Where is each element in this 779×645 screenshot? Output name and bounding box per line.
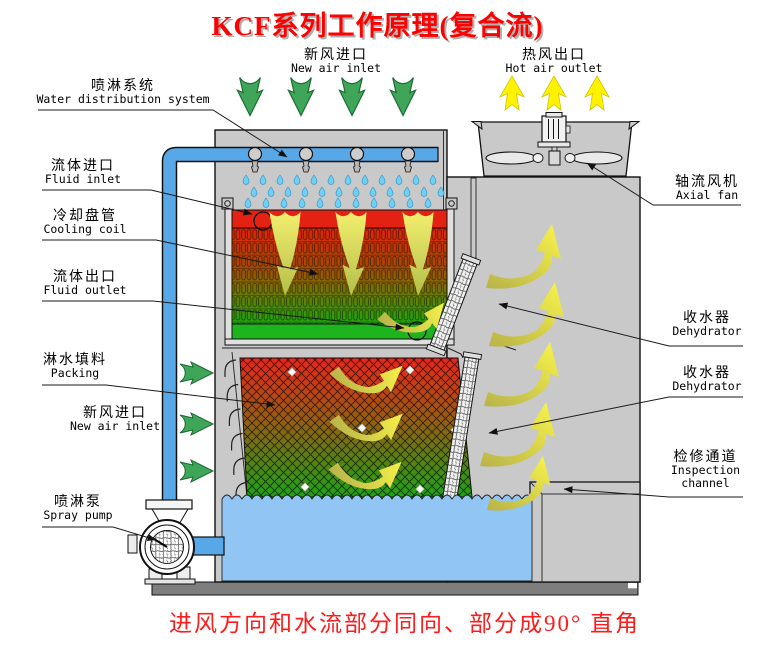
spray-nozzles bbox=[247, 146, 416, 173]
air-inlet-arrows-left bbox=[179, 361, 214, 483]
fan-blade-right bbox=[571, 151, 623, 165]
label-water-distribution-zh: 喷淋系统 bbox=[91, 79, 155, 94]
hot-air-arrows bbox=[499, 75, 610, 111]
label-spray-pump: 喷淋泵 Spray pump bbox=[43, 495, 113, 522]
label-fluid-inlet: 流体进口 Fluid inlet bbox=[44, 159, 122, 186]
leader-lines bbox=[38, 109, 743, 541]
page-title: KCF系列工作原理(复合流) bbox=[211, 11, 544, 41]
label-axial-fan: 轴流风机 Axial fan bbox=[675, 175, 739, 202]
dehydrator-lower-strip bbox=[441, 351, 483, 504]
spray-pipe bbox=[161, 146, 439, 500]
inspection-channel-box bbox=[529, 481, 641, 583]
base-plinth bbox=[151, 581, 639, 596]
packing-fill bbox=[239, 357, 473, 498]
label-inspection-channel: 检修通道 Inspection channel bbox=[670, 450, 741, 490]
label-water-distribution: 喷淋系统 Water distribution system bbox=[28, 80, 218, 106]
air-inlet-louvers bbox=[224, 359, 248, 500]
label-new-air-inlet-top: 新风进口 New air inlet bbox=[290, 48, 381, 75]
bottom-caption: 进风方向和水流部分同向、部分成90° 直角 bbox=[169, 611, 640, 636]
air-baffle-wall bbox=[470, 177, 477, 259]
label-dehydrator-upper: 收水器 Dehydrator bbox=[672, 311, 742, 338]
label-new-air-inlet-left: 新风进口 New air inlet bbox=[69, 406, 160, 433]
water-basin bbox=[221, 494, 533, 582]
label-dehydrator-lower: 收水器 Dehydrator bbox=[672, 366, 742, 393]
label-fluid-outlet: 流体出口 Fluid outlet bbox=[43, 270, 127, 297]
dehydrator-upper-strip bbox=[425, 253, 482, 357]
spray-pump-figure bbox=[127, 499, 225, 585]
label-hot-air-outlet: 热风出口 Hot air outlet bbox=[505, 48, 603, 75]
air-inlet-arrows-top bbox=[236, 77, 417, 117]
label-cooling-coil: 冷却盘管 Cooling coil bbox=[43, 209, 127, 236]
label-packing: 淋水填料 Packing bbox=[43, 353, 107, 380]
fan-blade-left bbox=[485, 151, 537, 165]
fan-assembly bbox=[485, 112, 623, 166]
label-water-distribution-en: Water distribution system bbox=[36, 92, 210, 106]
